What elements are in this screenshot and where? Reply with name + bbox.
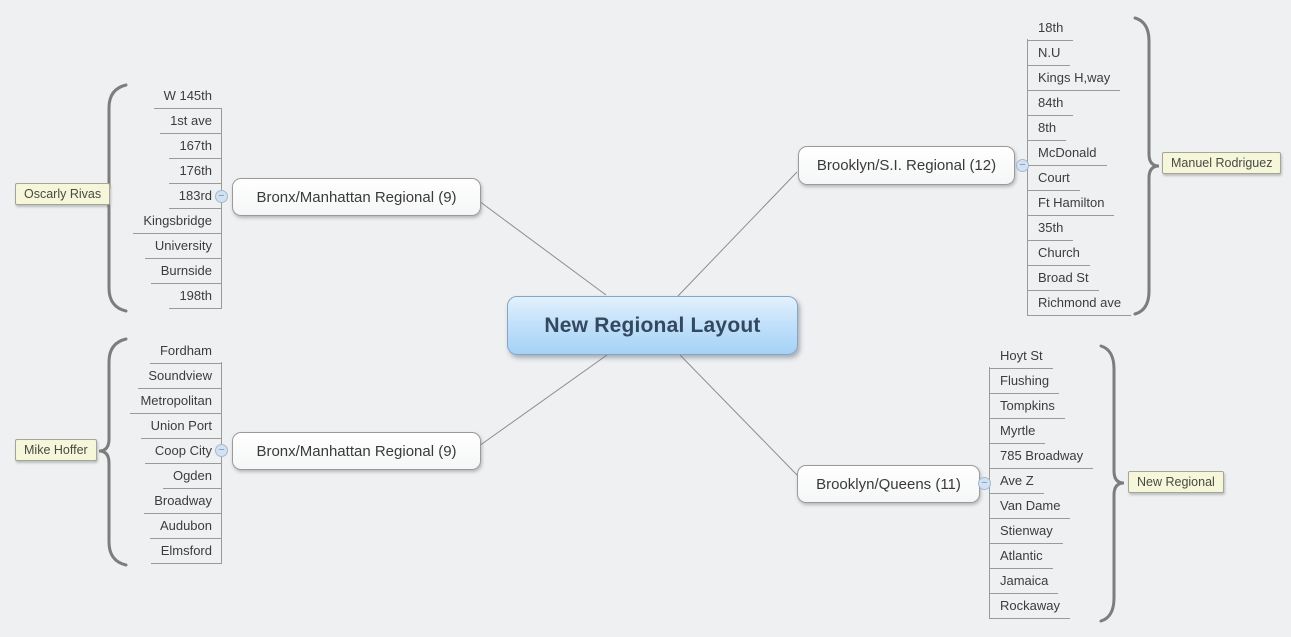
subtopic-metropolitan[interactable]: Metropolitan [130, 390, 222, 414]
subtopic-tompkins[interactable]: Tompkins [990, 395, 1065, 419]
collapse-icon[interactable]: − [1016, 159, 1029, 172]
subtopic-183rd[interactable]: 183rd [168, 185, 222, 209]
collapse-icon[interactable]: − [978, 477, 991, 490]
subtopic-198th[interactable]: 198th [169, 285, 222, 309]
subtopic-atlantic[interactable]: Atlantic [990, 545, 1053, 569]
subtopic-elmsford[interactable]: Elmsford [150, 540, 222, 564]
subtopic-rockaway[interactable]: Rockaway [990, 595, 1070, 619]
subtopic-broad-st[interactable]: Broad St [1028, 267, 1099, 291]
brace-label-mike-hoffer[interactable]: Mike Hoffer [15, 439, 97, 461]
subtopic-stienway[interactable]: Stienway [990, 520, 1063, 544]
subtopic-8th[interactable]: 8th [1028, 117, 1067, 141]
subtopic-35th[interactable]: 35th [1028, 217, 1074, 241]
subtopic-176th[interactable]: 176th [169, 160, 222, 184]
subtopic-fordham[interactable]: Fordham [149, 340, 222, 364]
subtopic-w-145th[interactable]: W 145th [153, 85, 222, 109]
subtopic-richmond-ave[interactable]: Richmond ave [1028, 292, 1132, 316]
link-central-to-brooklyn-queens [679, 354, 799, 477]
subtopic-kingsbridge[interactable]: Kingsbridge [133, 210, 222, 234]
subtopic-nu[interactable]: N.U [1028, 42, 1071, 66]
subtopic-18th[interactable]: 18th [1028, 17, 1074, 41]
subtopic-myrtle[interactable]: Myrtle [990, 420, 1046, 444]
link-central-to-brooklyn-si [677, 171, 798, 297]
subtopic-soundview[interactable]: Soundview [138, 365, 222, 389]
link-central-to-bronx-bottom [478, 354, 608, 447]
branch-topic-bronx-manhattan-2[interactable]: Bronx/Manhattan Regional (9) [232, 432, 481, 470]
subtopic-785-broadway[interactable]: 785 Broadway [990, 445, 1094, 469]
brace-bronx-bottom [98, 337, 128, 567]
subtopic-167th[interactable]: 167th [169, 135, 222, 159]
subtopic-court[interactable]: Court [1028, 167, 1080, 191]
subtopic-flushing[interactable]: Flushing [990, 370, 1060, 394]
subtopic-van-dame[interactable]: Van Dame [990, 495, 1071, 519]
subtopic-jamaica[interactable]: Jamaica [990, 570, 1059, 594]
subtopic-union-port[interactable]: Union Port [140, 415, 222, 439]
branch-topic-bronx-manhattan-1[interactable]: Bronx/Manhattan Regional (9) [232, 178, 481, 216]
brace-label-new-regional[interactable]: New Regional [1128, 471, 1224, 493]
collapse-icon[interactable]: − [215, 190, 228, 203]
branch-topic-brooklyn-queens[interactable]: Brooklyn/Queens (11) [797, 465, 980, 503]
subtopic-audubon[interactable]: Audubon [149, 515, 222, 539]
subtopic-mcdonald[interactable]: McDonald [1028, 142, 1107, 166]
subtopic-hoyt-st[interactable]: Hoyt St [990, 345, 1053, 369]
subtopic-church[interactable]: Church [1028, 242, 1090, 266]
brace-brooklyn-si [1133, 16, 1160, 316]
subtopic-ft-hamilton[interactable]: Ft Hamilton [1028, 192, 1115, 216]
brace-label-oscarly-rivas[interactable]: Oscarly Rivas [15, 183, 111, 205]
subtopic-1st-ave[interactable]: 1st ave [160, 110, 222, 134]
central-topic[interactable]: New Regional Layout [507, 296, 798, 355]
subtopic-coop-city[interactable]: Coop City [144, 440, 222, 464]
subtopic-kings-hway[interactable]: Kings H,way [1028, 67, 1121, 91]
link-central-to-bronx-top [478, 200, 607, 296]
subtopic-university[interactable]: University [144, 235, 222, 259]
subtopic-broadway[interactable]: Broadway [144, 490, 222, 514]
collapse-icon[interactable]: − [215, 444, 228, 457]
brace-label-manuel-rodriguez[interactable]: Manuel Rodriguez [1162, 152, 1282, 174]
subtopic-ogden[interactable]: Ogden [162, 465, 222, 489]
brace-brooklyn-queens [1099, 344, 1125, 623]
branch-topic-brooklyn-si[interactable]: Brooklyn/S.I. Regional (12) [798, 146, 1015, 185]
subtopic-burnside[interactable]: Burnside [150, 260, 222, 284]
subtopic-ave-z[interactable]: Ave Z [990, 470, 1044, 494]
subtopic-84th[interactable]: 84th [1028, 92, 1074, 116]
